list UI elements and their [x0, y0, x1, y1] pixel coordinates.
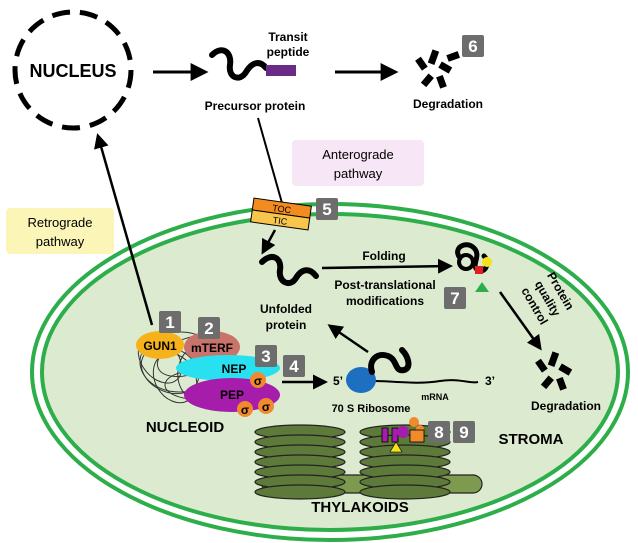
protein-quality-control-label: Protein quality control: [518, 270, 577, 328]
step-badge-5: 5: [316, 198, 338, 220]
thylakoid-stacks: [254, 424, 483, 500]
retrograde-arrow: [94, 133, 154, 326]
svg-text:7: 7: [450, 289, 459, 308]
svg-text:3: 3: [261, 347, 270, 366]
translation-arrow: [327, 324, 369, 354]
anterograde-label-2: pathway: [334, 166, 383, 181]
degradation-top-label: Degradation: [413, 97, 483, 111]
retrograde-box: [6, 208, 114, 254]
nucleus-circle: [12, 9, 134, 131]
ptm-yellow-dot: [482, 257, 492, 267]
transit-peptide-rect: [266, 65, 296, 76]
mrna-label: mRNA: [421, 392, 449, 402]
retrograde-label-2: pathway: [36, 234, 85, 249]
ribosome-label: 70 S Ribosome: [332, 403, 411, 415]
anterograde-box: [292, 140, 424, 186]
folding-arrow: [321, 258, 453, 274]
unfolded-protein-squiggle: [259, 253, 319, 287]
pep-label: PEP: [220, 388, 244, 402]
svg-text:2: 2: [204, 319, 213, 338]
step-badge-6: 6: [462, 35, 484, 57]
five-prime-label: 5’: [333, 374, 343, 388]
stroma-label: STROMA: [499, 431, 564, 448]
gun1-label: GUN1: [143, 339, 177, 353]
three-prime-label: 3’: [485, 374, 495, 388]
transit-label: Transit: [268, 30, 307, 44]
import-arrow: [261, 229, 277, 255]
nascent-protein-squiggle: [368, 347, 412, 375]
ptm-green-triangle: [475, 282, 489, 292]
peptide-label: peptide: [267, 45, 310, 59]
svg-text:TOC: TOC: [272, 203, 293, 216]
thylakoids-label: THYLAKOIDS: [311, 499, 409, 516]
degradation-stroma-label: Degradation: [531, 399, 601, 413]
sigma-factor-3: σ: [258, 398, 274, 414]
precursor-label: Precursor protein: [205, 99, 306, 113]
degradation-fragments-top: [415, 49, 461, 89]
svg-text:1: 1: [165, 313, 174, 332]
modifications-label: modifications: [346, 294, 424, 308]
sigma-factor-2: σ: [237, 401, 253, 417]
svg-text:TIC: TIC: [272, 215, 288, 227]
folded-protein: [455, 242, 492, 292]
svg-text:8: 8: [434, 423, 443, 442]
svg-text:σ: σ: [254, 374, 262, 388]
step-badge-1: 1: [159, 311, 181, 333]
unfolded-label-1: Unfolded: [260, 302, 312, 316]
translocon: TOC TIC: [250, 197, 312, 231]
mterf-protein: [184, 331, 240, 363]
post-translational-label: Post-translational: [334, 278, 435, 292]
thylakoid-complex: [381, 417, 425, 453]
degradation-fragments-stroma: [535, 351, 573, 391]
ribosome-70s: [346, 367, 376, 393]
anterograde-label-1: Anterograde: [322, 147, 394, 162]
precursor-protein-squiggle: [209, 47, 269, 81]
quality-control-arrow: [498, 291, 542, 351]
folding-label: Folding: [362, 249, 405, 263]
tic-complex: [250, 209, 311, 231]
svg-text:5: 5: [322, 200, 331, 219]
unfolded-label-2: protein: [266, 318, 307, 332]
step-badge-3: 3: [255, 345, 277, 367]
step-badge-8: 8: [428, 421, 450, 443]
step-badge-2: 2: [198, 317, 220, 339]
gun1-protein: [136, 331, 184, 359]
nucleus-label: NUCLEUS: [29, 61, 116, 81]
svg-text:σ: σ: [262, 400, 270, 414]
mterf-label: mTERF: [191, 341, 233, 355]
svg-text:9: 9: [459, 423, 468, 442]
svg-text:σ: σ: [241, 403, 249, 417]
nucleoid-label: NUCLEOID: [146, 419, 225, 436]
retrograde-label-1: Retrograde: [27, 215, 92, 230]
step-badge-4: 4: [283, 355, 305, 377]
sigma-factor-1: σ: [250, 372, 266, 388]
step-badge-9: 9: [453, 421, 475, 443]
import-line: [257, 117, 283, 204]
ptm-red-square: [475, 266, 483, 274]
svg-text:6: 6: [468, 37, 477, 56]
step-badge-7: 7: [444, 287, 466, 309]
svg-text:4: 4: [289, 357, 299, 376]
nep-label: NEP: [222, 362, 247, 376]
